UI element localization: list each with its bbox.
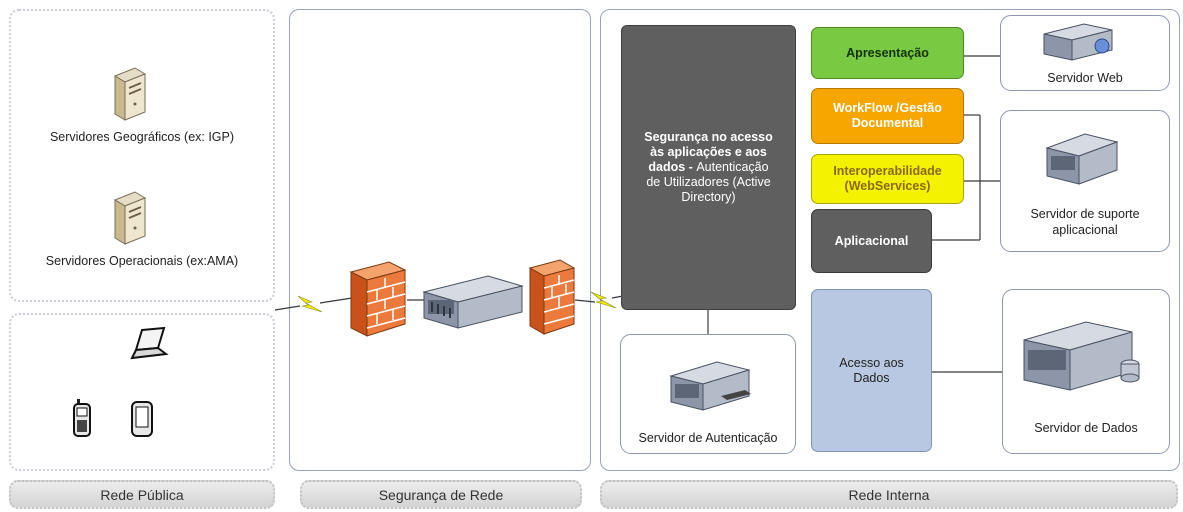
pda-icon [131, 401, 153, 437]
security-line-3-bold: dados - [648, 160, 697, 174]
security-line-4: de Utilizadores (Active [646, 175, 771, 189]
geo-server-tower-icon [113, 67, 147, 121]
public-network-footer: Rede Pública [9, 480, 275, 509]
web-server-icon [1043, 23, 1113, 61]
firewall-icon [528, 259, 576, 335]
network-security-footer: Segurança de Rede [300, 480, 582, 509]
app-support-server-icon [1045, 133, 1119, 185]
op-server-tower-icon [113, 191, 147, 245]
data-server-label: Servidor de Dados [1034, 421, 1138, 435]
internal-network-label: Rede Interna [848, 486, 930, 503]
public-servers-zone [9, 9, 275, 302]
workflow-layer: WorkFlow /Gestão Documental [811, 88, 964, 144]
data-access-label-2: Dados [853, 370, 890, 385]
geo-servers-label: Servidores Geográficos (ex: IGP) [49, 130, 235, 144]
application-label: Aplicacional [834, 233, 909, 248]
web-server-label: Servidor Web [1047, 71, 1123, 85]
interop-layer: Interoperabilidade (WebServices) [811, 154, 964, 204]
network-security-zone [289, 9, 591, 471]
auth-server-icon [669, 361, 751, 411]
internal-network-footer: Rede Interna [600, 480, 1178, 509]
interop-label-2: (WebServices) [844, 179, 931, 193]
firewall-icon [349, 261, 407, 337]
data-access-layer: Acesso aos Dados [811, 289, 932, 452]
data-server-icon [1023, 321, 1140, 391]
rack-server-icon [422, 275, 524, 329]
security-line-3-rest: Autenticação [696, 160, 769, 174]
workflow-label-2: Documental [851, 116, 924, 130]
op-servers-label: Servidores Operacionais (ex:AMA) [45, 254, 239, 268]
mobile-phone-icon [73, 399, 91, 437]
lightning-bolt-icon [297, 295, 323, 313]
lightning-bolt-icon [590, 291, 617, 309]
laptop-icon [130, 326, 169, 360]
auth-server-label: Servidor de Autenticação [638, 431, 778, 445]
public-network-label: Rede Pública [100, 486, 184, 503]
security-line-2: às aplicações e aos [650, 145, 767, 159]
interop-label-1: Interoperabilidade [833, 164, 942, 178]
presentation-layer: Apresentação [811, 27, 964, 79]
security-line-5: Directory) [681, 190, 736, 204]
app-support-server-label-2: aplicacional [1052, 223, 1118, 237]
access-security-panel: Segurança no acesso às aplicações e aos … [621, 25, 796, 310]
application-layer: Aplicacional [811, 209, 932, 273]
presentation-label: Apresentação [846, 45, 929, 60]
data-access-label-1: Acesso aos [839, 355, 904, 370]
network-security-label: Segurança de Rede [378, 486, 504, 503]
security-line-1: Segurança no acesso [644, 130, 773, 144]
app-support-server-label-1: Servidor de suporte [1030, 207, 1140, 221]
workflow-label-1: WorkFlow /Gestão [833, 101, 942, 115]
